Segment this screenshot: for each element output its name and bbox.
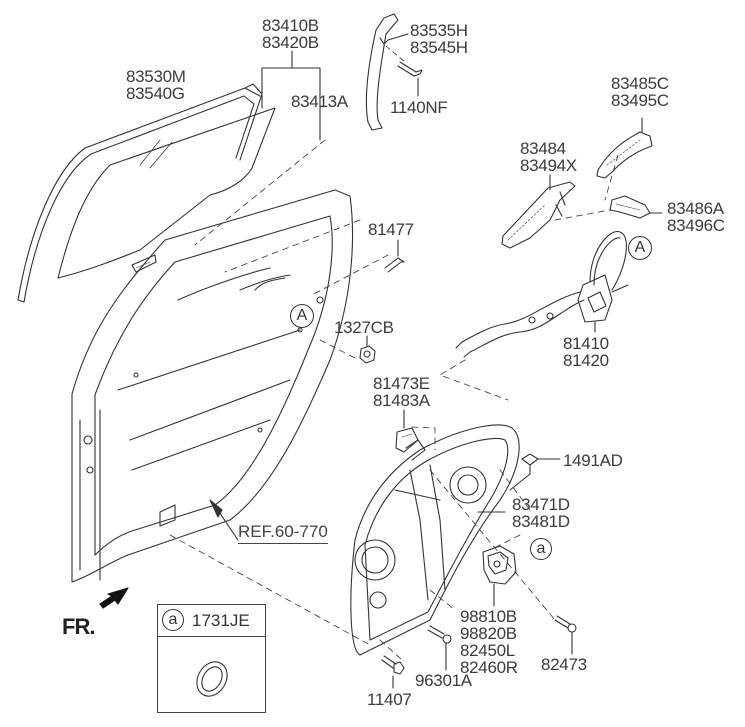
label-motor-screw[interactable]: 82473 xyxy=(541,655,587,674)
label-latch-nut[interactable]: 1327CB xyxy=(334,318,394,337)
reference-label[interactable]: REF.60-770 xyxy=(238,522,328,544)
legend-callout: a xyxy=(162,609,184,631)
panel-clip-part xyxy=(478,454,560,512)
label-panel-clip[interactable]: 1491AD xyxy=(563,451,623,470)
delta-channel-part xyxy=(366,14,408,130)
door-inner-panel-part xyxy=(72,190,353,582)
striker-bolt-part xyxy=(385,240,404,272)
latch-nut-part xyxy=(360,336,375,363)
grommet-ring-icon xyxy=(191,656,233,701)
inside-handle-part xyxy=(610,196,662,218)
door-glass-part xyxy=(58,108,275,278)
glass-run-channel-part xyxy=(18,84,262,302)
legend-header: a 1731JE xyxy=(158,605,265,637)
assembly-leader-lines xyxy=(170,140,618,660)
front-direction-arrow-icon xyxy=(100,588,128,608)
callout-a-upper[interactable]: A xyxy=(290,304,314,328)
panel-screw-part xyxy=(428,626,451,670)
handle-bracket-part xyxy=(502,175,575,248)
handle-cover-part xyxy=(597,118,652,178)
reference-arrow xyxy=(210,500,238,540)
callout-a-motor[interactable]: a xyxy=(530,538,552,560)
lock-switch-part xyxy=(396,410,418,452)
channel-bolt-part xyxy=(398,62,422,96)
legend-box: a 1731JE xyxy=(157,604,266,713)
regulator-motor-part xyxy=(483,546,516,606)
door-glass-leader xyxy=(262,51,320,140)
panel-bolt-part xyxy=(382,656,404,688)
front-indicator-label: FR. xyxy=(62,614,95,639)
legend-part-code[interactable]: 1731JE xyxy=(192,611,250,630)
regulator-module-part xyxy=(351,425,519,655)
label-striker-bolt[interactable]: 81477 xyxy=(368,220,414,239)
callout-a-latch[interactable]: A xyxy=(628,236,652,260)
motor-screw-part xyxy=(555,616,576,654)
label-panel-screw[interactable]: 96301A xyxy=(415,671,472,690)
label-glass-stopper[interactable]: 83413A xyxy=(291,92,348,111)
label-panel-bolt[interactable]: 11407 xyxy=(367,690,412,709)
label-channel-bolt[interactable]: 1140NF xyxy=(390,98,448,117)
door-latch-part xyxy=(456,232,628,357)
